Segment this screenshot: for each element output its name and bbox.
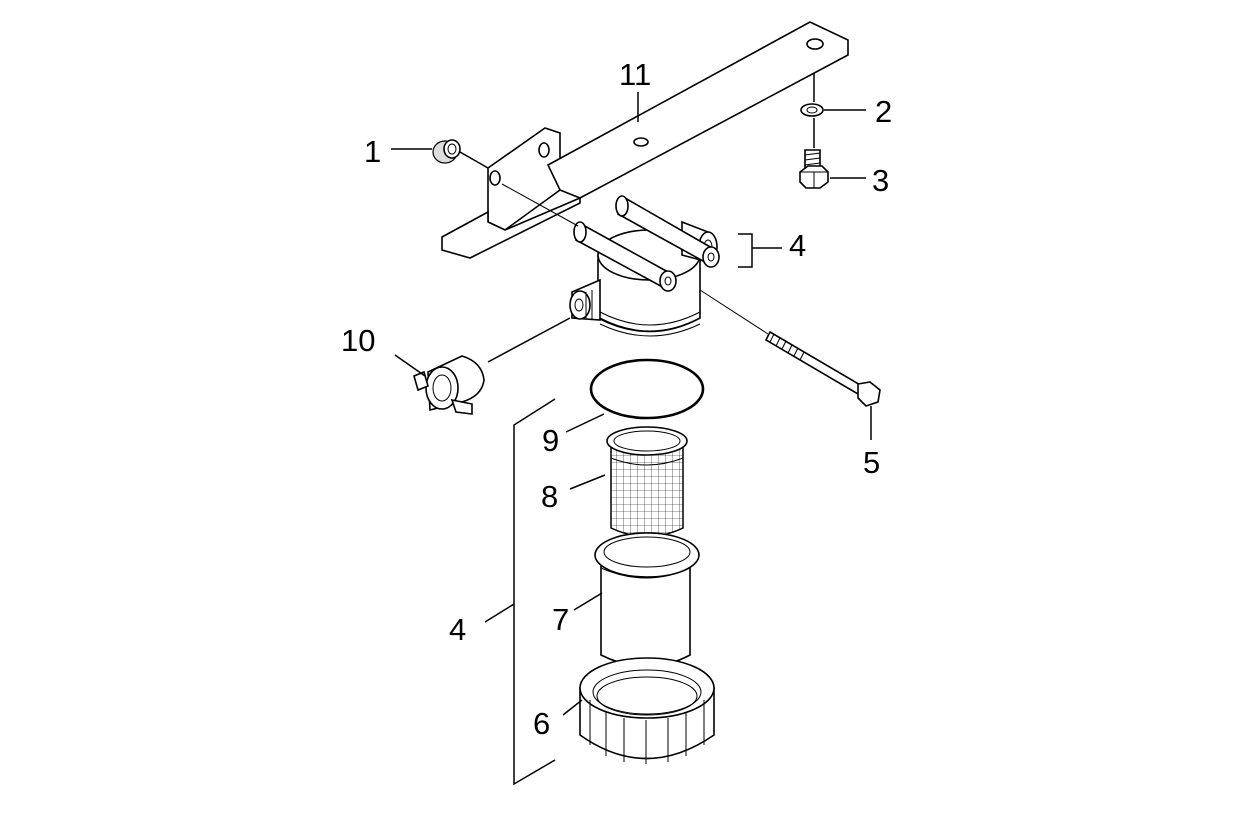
filter-bowl (594, 532, 700, 668)
callout-6: 6 (533, 706, 550, 741)
handle-bracket (738, 233, 753, 268)
leader-lines (391, 73, 872, 716)
long-bolt (764, 330, 881, 407)
callout-8: 8 (541, 479, 558, 514)
callout-4-bowl-group: 4 (449, 612, 466, 647)
union-nut (579, 657, 715, 764)
callout-4-handles: 4 (789, 228, 806, 263)
mounting-bracket (441, 21, 849, 259)
callout-3: 3 (872, 163, 889, 198)
mesh-strainer (606, 426, 688, 538)
washer (800, 103, 824, 117)
callout-5: 5 (863, 445, 880, 480)
hex-bolt (799, 149, 829, 189)
callout-7: 7 (552, 602, 569, 637)
callout-11: 11 (619, 57, 651, 92)
filter-head (569, 195, 720, 337)
hose-coupling (413, 355, 485, 415)
o-ring (589, 358, 705, 420)
callout-2: 2 (875, 94, 892, 129)
callout-10: 10 (341, 323, 375, 358)
callout-1: 1 (364, 134, 381, 169)
nut (432, 139, 461, 164)
callout-9: 9 (542, 423, 559, 458)
